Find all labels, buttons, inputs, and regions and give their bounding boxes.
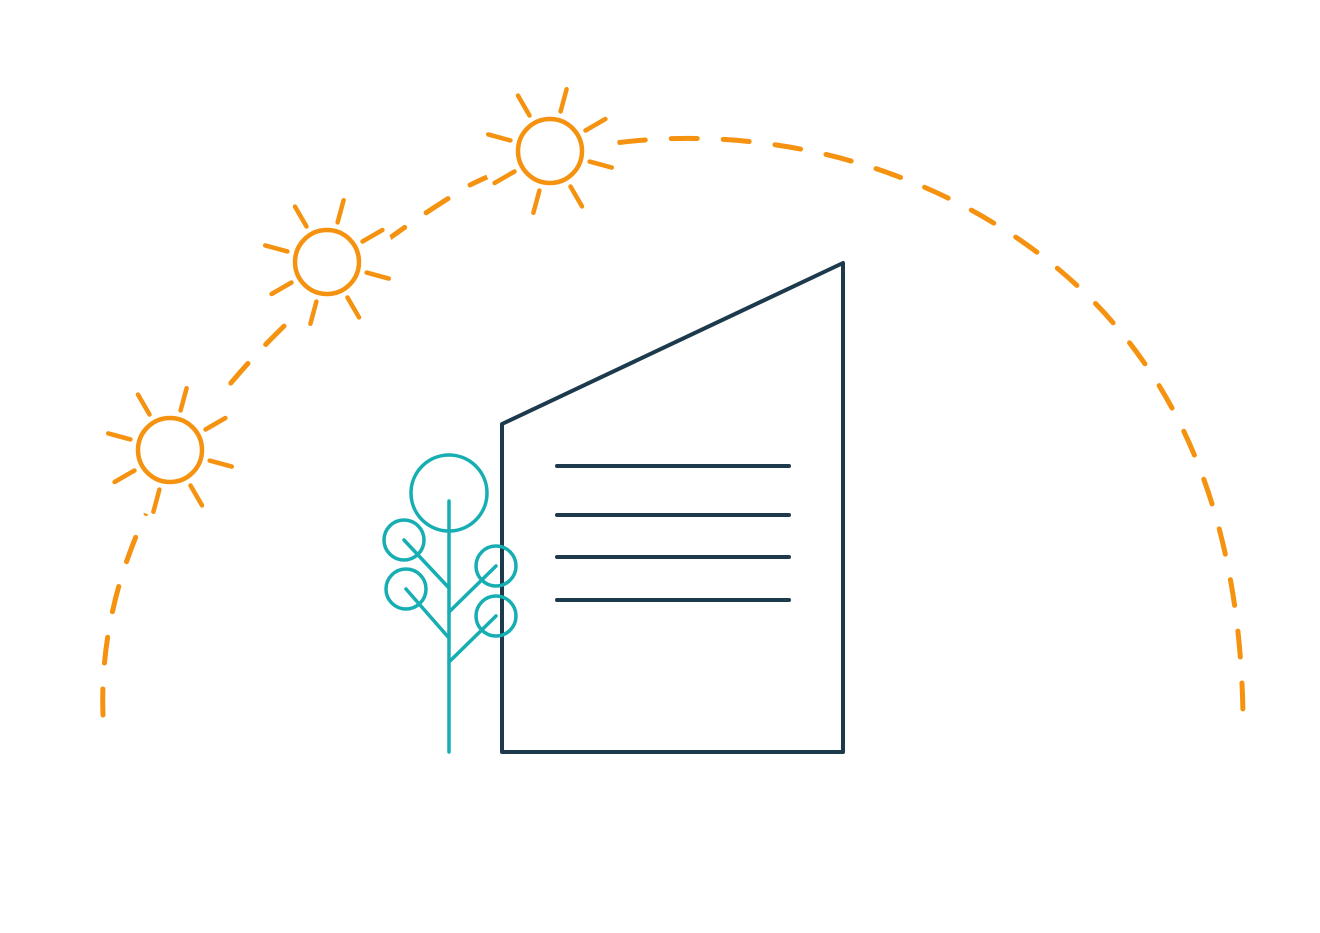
sun-halo — [482, 83, 618, 219]
sun-ray — [335, 197, 346, 225]
tree-branch — [402, 538, 451, 590]
sun-ray — [587, 159, 615, 170]
sun-ray — [188, 483, 205, 508]
sun-ray — [151, 487, 162, 515]
sun-ray — [262, 243, 290, 254]
sun-icon — [482, 83, 618, 219]
sun-ray — [568, 184, 585, 209]
tree-branch — [404, 587, 451, 640]
sun-disc — [292, 227, 362, 297]
sun-ray — [135, 392, 152, 417]
sun-ray — [485, 132, 513, 143]
sun-ray — [269, 280, 294, 297]
tree-icon — [382, 453, 518, 754]
suns-group — [102, 83, 618, 518]
tree-branch — [447, 614, 498, 664]
sun-ray — [105, 431, 133, 442]
sun-ray — [292, 204, 309, 229]
sun-ray — [364, 270, 392, 281]
tree-leaf — [382, 518, 426, 562]
sun-disc — [135, 415, 205, 485]
building-outline — [500, 261, 845, 754]
sun-icon — [102, 382, 238, 518]
sun-ray — [345, 295, 362, 320]
building-icon — [500, 261, 845, 754]
tree-branch — [447, 564, 498, 614]
tree-leaf — [474, 594, 518, 638]
sun-halo — [259, 194, 395, 330]
sun-disc — [515, 116, 585, 186]
sun-ray — [515, 93, 532, 118]
sun-ray — [360, 227, 385, 244]
sun-ray — [207, 458, 235, 469]
sun-ray — [492, 169, 517, 186]
tree-leaf — [474, 544, 518, 588]
sun-ray — [531, 188, 542, 216]
building-windows — [555, 464, 791, 602]
sun-ray — [203, 415, 228, 432]
sun-halo — [102, 382, 238, 518]
sun-ray — [178, 385, 189, 413]
tree-leaf — [384, 567, 428, 611]
sun-ray — [308, 299, 319, 327]
sun-ray — [558, 86, 569, 114]
sun-ray — [112, 468, 137, 485]
sun-ray — [583, 116, 608, 133]
sun-icon — [259, 194, 395, 330]
